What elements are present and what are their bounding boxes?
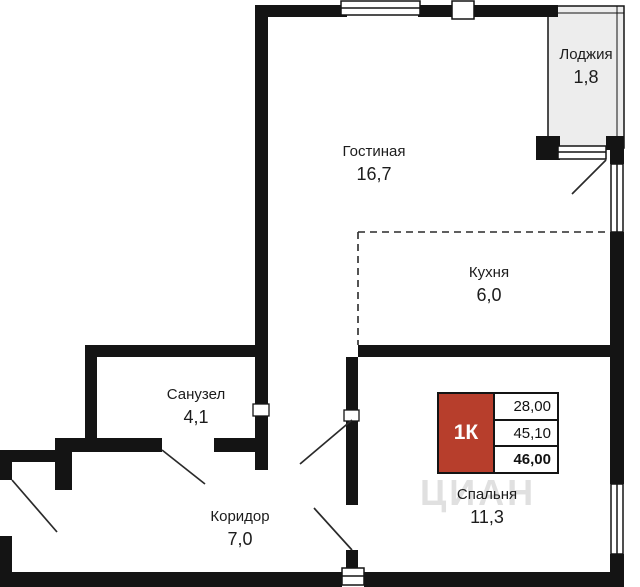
kitchen-dashed-boundary bbox=[357, 231, 610, 345]
room-area: 6,0 bbox=[476, 285, 502, 305]
apartment-area-table: 28,00 45,10 46,00 bbox=[493, 394, 557, 472]
room-name: Коридор bbox=[210, 508, 270, 525]
room-label-bathroom: Санузел 4,1 bbox=[167, 385, 225, 429]
room-area: 4,1 bbox=[183, 407, 209, 427]
area-value: 46,00 bbox=[513, 451, 551, 469]
apartment-type-label: 1К bbox=[439, 394, 493, 472]
room-name: Санузел bbox=[166, 386, 226, 403]
room-area: 1,8 bbox=[573, 67, 599, 87]
room-name: Спальня bbox=[456, 486, 518, 503]
area-value: 45,10 bbox=[495, 421, 557, 448]
room-label-kitchen: Кухня 6,0 bbox=[469, 263, 509, 307]
room-label-living: Гостиная 16,7 bbox=[343, 142, 406, 186]
room-label-corridor: Коридор 7,0 bbox=[210, 507, 269, 551]
door-jambs bbox=[252, 403, 360, 422]
walls bbox=[0, 5, 624, 587]
room-name: Гостиная bbox=[342, 143, 406, 160]
room-label-loggia: Лоджия 1,8 bbox=[559, 45, 612, 89]
windows bbox=[340, 0, 624, 586]
room-label-bedroom: Спальня 11,3 bbox=[457, 485, 517, 529]
watermark-text: ЦИАН bbox=[420, 472, 537, 513]
loggia-structure bbox=[536, 5, 625, 160]
room-area: 7,0 bbox=[227, 529, 253, 549]
area-value: 28,00 bbox=[495, 394, 557, 421]
door-swings bbox=[11, 159, 607, 551]
room-name: Кухня bbox=[468, 264, 510, 281]
room-area: 16,7 bbox=[356, 164, 392, 184]
room-name: Лоджия bbox=[559, 46, 613, 63]
room-area: 11,3 bbox=[470, 507, 504, 527]
apartment-info-badge: 1К 28,00 45,10 46,00 bbox=[437, 392, 559, 474]
